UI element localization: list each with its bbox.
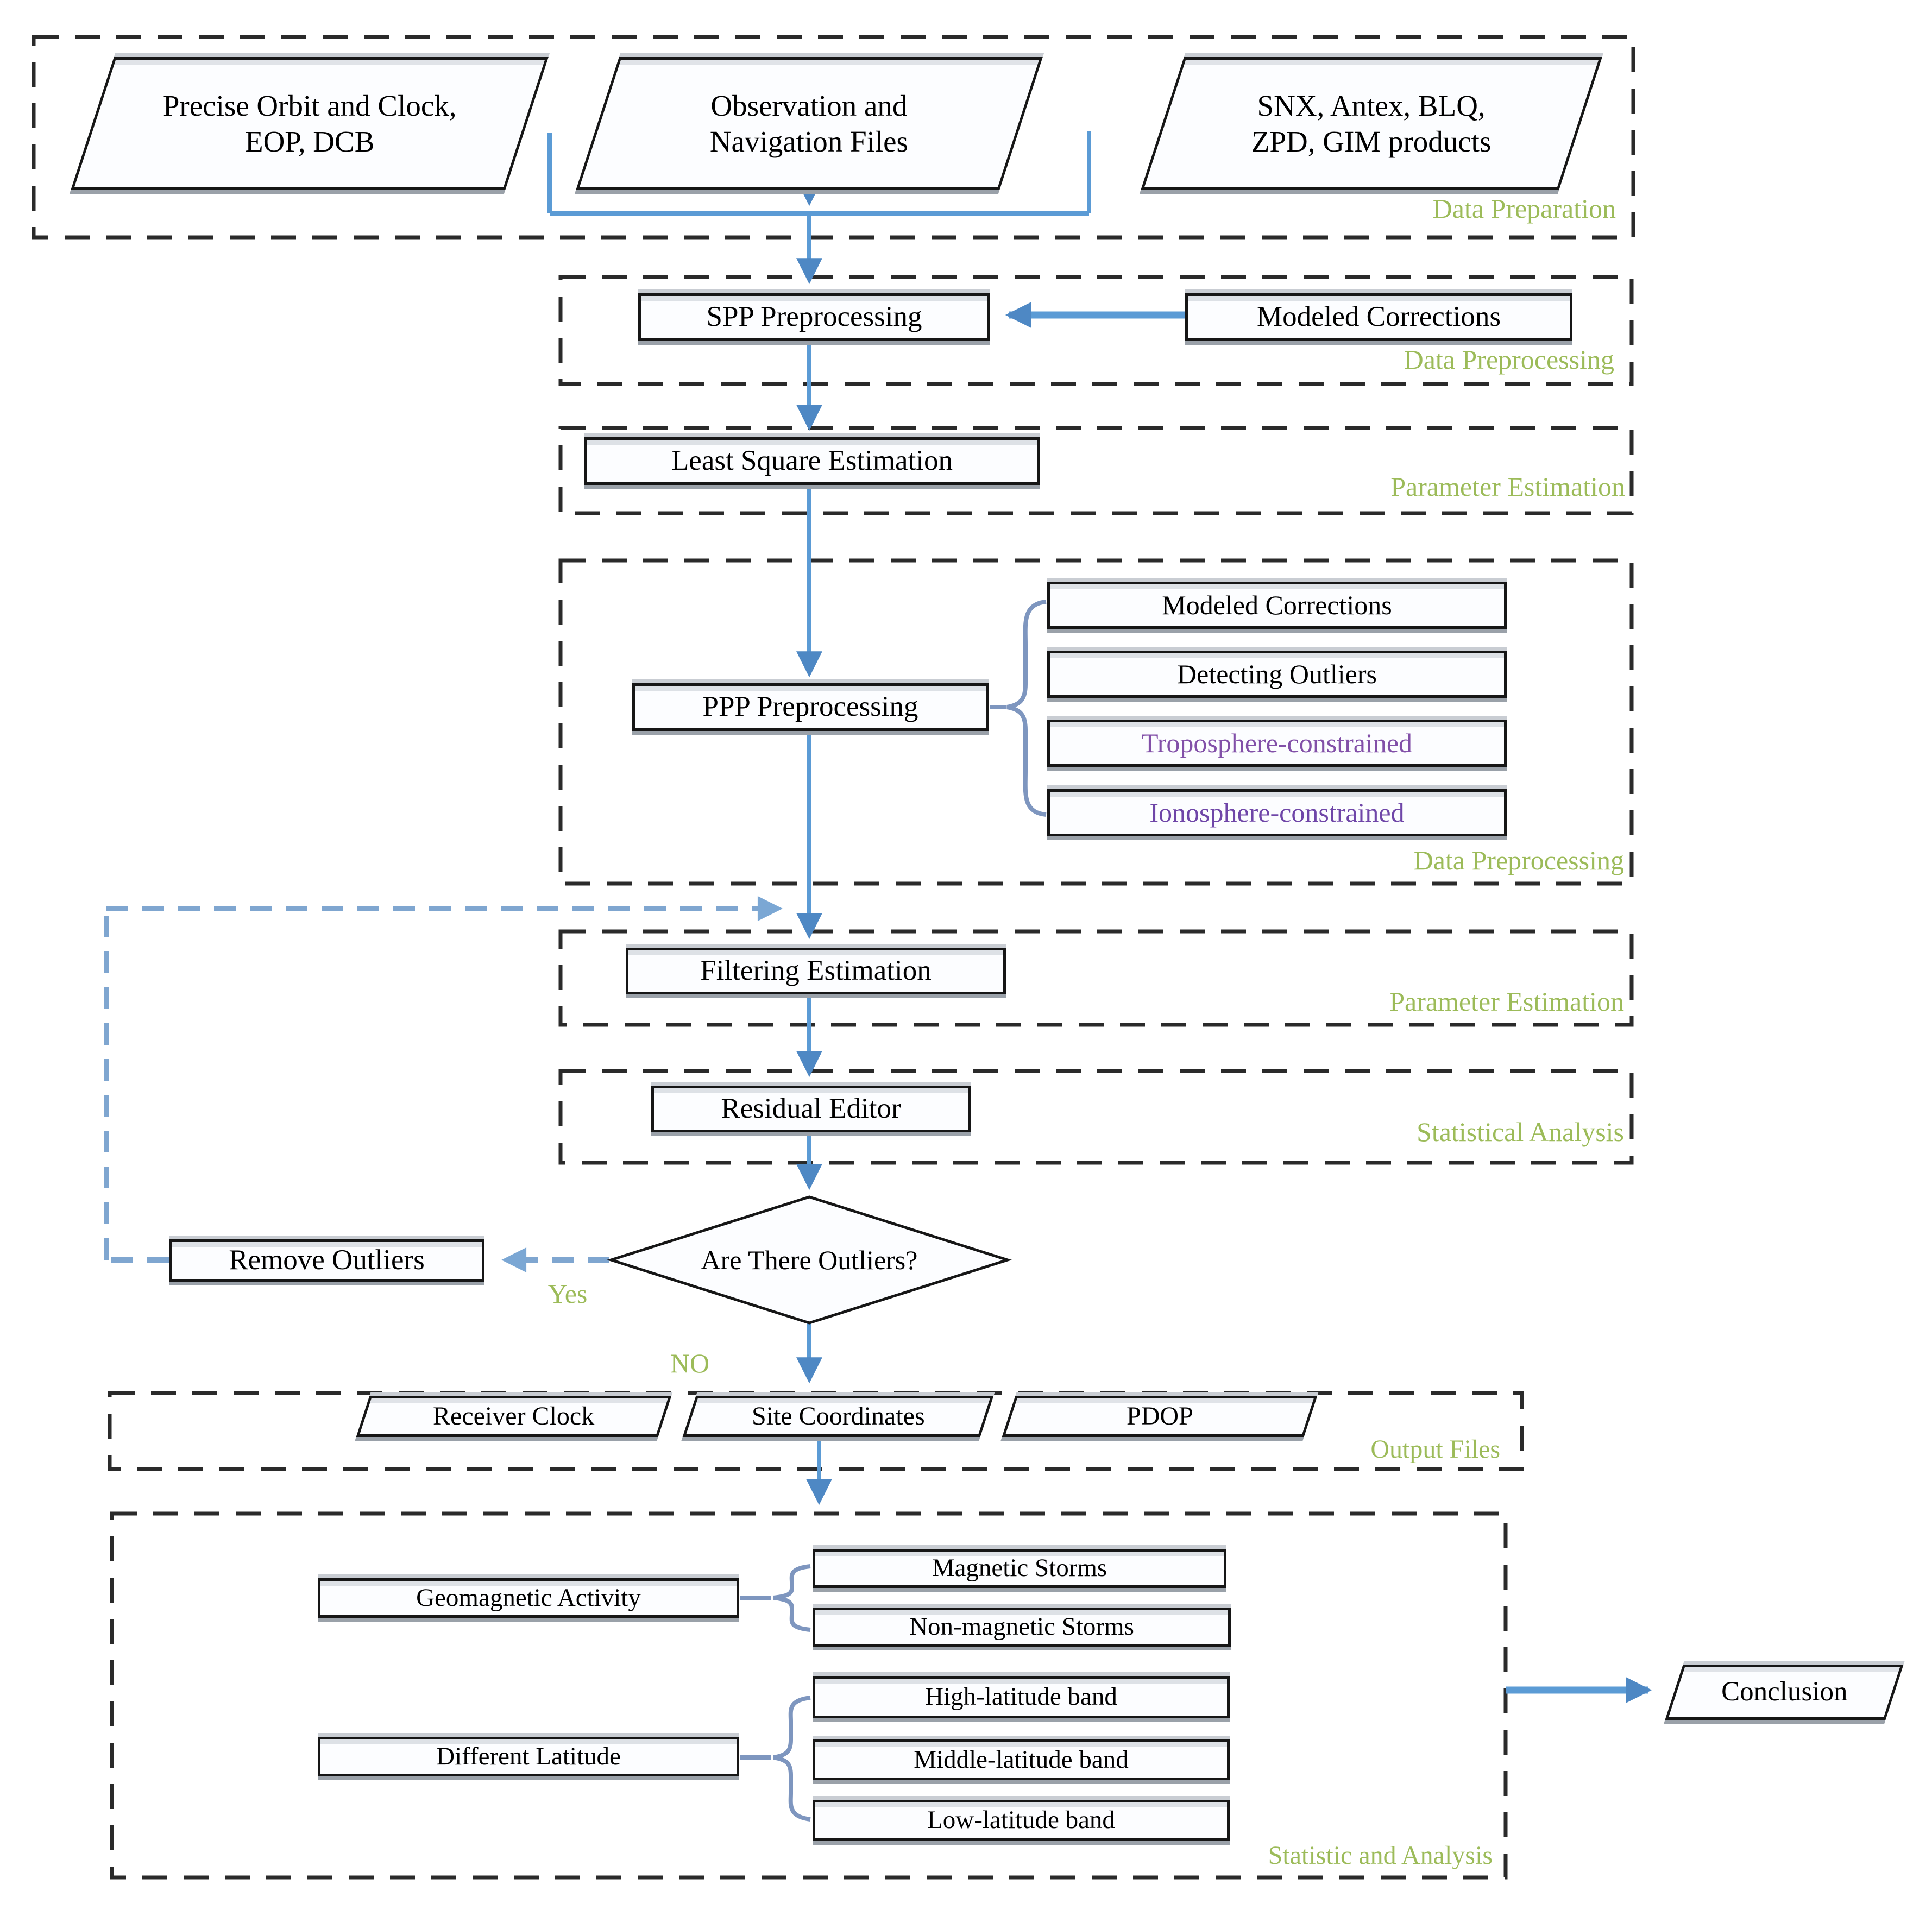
section-box-output-files [108,1391,1524,1471]
node-ppp-preprocessing: PPP Preprocessing [632,683,989,731]
section-box-data-preprocessing-spp [558,275,1634,386]
node-observation-navigation: Observation and Navigation Files [576,57,1043,190]
observation-line2: Navigation Files [710,124,909,158]
section-label-parameter-estimation-filter: Parameter Estimation [1389,986,1624,1017]
section-box-parameter-estimation-filter [558,929,1634,1027]
section-label-data-preprocessing-spp: Data Preprocessing [1404,344,1614,375]
section-box-data-preparation [32,35,1635,240]
section-label-output-files: Output Files [1370,1435,1500,1464]
node-receiver-clock: Receiver Clock [356,1396,672,1437]
pdop-label: PDOP [1126,1402,1193,1430]
node-residual-editor: Residual Editor [651,1086,971,1132]
node-remove-outliers: Remove Outliers [169,1239,484,1282]
precise-orbit-line2: EOP, DCB [244,124,375,158]
node-troposphere-constrained: Troposphere-constrained [1047,720,1507,767]
section-box-statistic-and-analysis [110,1511,1508,1880]
node-filtering-estimation: Filtering Estimation [626,948,1006,994]
node-non-magnetic-storms: Non-magnetic Storms [813,1608,1231,1647]
edge-label-yes: Yes [547,1278,588,1309]
node-conclusion: Conclusion [1665,1665,1904,1720]
node-products: SNX, Antex, BLQ, ZPD, GIM products [1141,57,1602,190]
node-detecting-outliers: Detecting Outliers [1047,651,1507,698]
node-different-latitude: Different Latitude [318,1737,739,1776]
section-label-statistical-analysis: Statistical Analysis [1417,1117,1624,1147]
node-middle-latitude-band: Middle-latitude band [813,1739,1230,1780]
section-label-parameter-estimation-lsq: Parameter Estimation [1390,471,1625,502]
section-label-statistic-and-analysis: Statistic and Analysis [1268,1841,1493,1870]
flow-connectors [547,131,1652,1703]
decision-diamond-shape [606,1195,1012,1325]
site-coordinates-label: Site Coordinates [751,1402,925,1430]
braces [740,600,1047,1822]
observation-line1: Observation and [710,89,908,122]
section-box-statistical-analysis [558,1069,1634,1165]
products-line2: ZPD, GIM products [1251,124,1492,158]
node-modeled-corrections-spp: Modeled Corrections [1185,293,1572,341]
products-line1: SNX, Antex, BLQ, [1257,89,1486,122]
decision-outliers-label: Are There Outliers? [701,1245,918,1275]
node-site-coordinates: Site Coordinates [682,1396,994,1437]
node-precise-orbit: Precise Orbit and Clock, EOP, DCB [71,57,549,190]
section-label-data-preparation: Data Preparation [1432,193,1616,224]
geomagnetic-brace [773,1564,811,1632]
precise-orbit-line1: Precise Orbit and Clock, [162,89,457,122]
node-magnetic-storms: Magnetic Storms [813,1549,1226,1588]
node-high-latitude-band: High-latitude band [813,1676,1230,1718]
edge-label-no: NO [670,1348,710,1378]
section-outlines [32,35,1635,1880]
node-ionosphere-constrained: Ionosphere-constrained [1047,789,1507,836]
feedback-loop [104,896,783,1272]
node-low-latitude-band: Low-latitude band [813,1800,1230,1841]
receiver-clock-label: Receiver Clock [433,1402,595,1430]
section-label-data-preprocessing-ppp: Data Preprocessing [1413,845,1624,875]
conclusion-label: Conclusion [1721,1676,1848,1707]
node-spp-preprocessing: SPP Preprocessing [638,293,990,341]
node-geomagnetic-activity: Geomagnetic Activity [318,1578,739,1618]
node-least-square-estimation: Least Square Estimation [584,437,1040,485]
latitude-brace [773,1696,811,1822]
node-modeled-corrections-ppp: Modeled Corrections [1047,582,1507,629]
node-pdop: PDOP [1002,1396,1318,1437]
ppp-brace [1006,600,1047,817]
